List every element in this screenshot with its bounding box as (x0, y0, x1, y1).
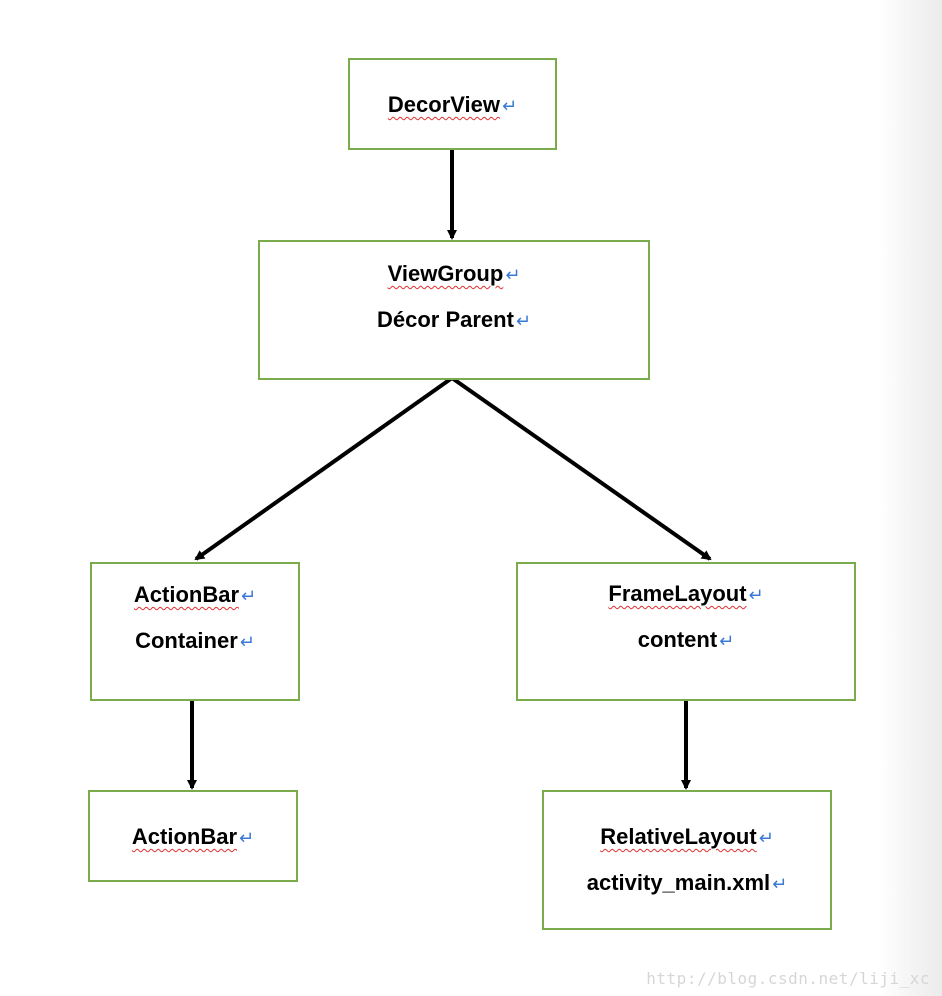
paragraph-mark-icon: ↵ (502, 96, 518, 116)
container-label: Container (135, 628, 238, 653)
content-label: content (637, 627, 718, 652)
node-relativelayout: RelativeLayout↵ activity_main.xml↵ (542, 790, 832, 930)
node-viewgroup: ViewGroup↵ Décor Parent↵ (258, 240, 650, 380)
relativelayout-label: RelativeLayout (600, 824, 757, 849)
node-viewgroup-line-2: Décor Parent↵ (260, 307, 648, 334)
node-decorview-line-1: DecorView↵ (350, 92, 555, 119)
node-viewgroup-line-1: ViewGroup↵ (260, 261, 648, 288)
node-framelayout-line-1: FrameLayout↵ (518, 581, 854, 608)
paragraph-mark-icon: ↵ (239, 632, 255, 652)
node-relativelayout-line-1: RelativeLayout↵ (544, 824, 830, 851)
viewgroup-label: ViewGroup (387, 261, 504, 286)
paragraph-mark-icon: ↵ (772, 874, 788, 894)
paragraph-mark-icon: ↵ (239, 828, 255, 848)
node-framelayout-line-2: content↵ (518, 627, 854, 654)
activity-main-xml-label: activity_main.xml (586, 870, 771, 895)
node-actionbar: ActionBar↵ (88, 790, 298, 882)
paragraph-mark-icon: ↵ (748, 585, 764, 605)
node-decorview: DecorView↵ (348, 58, 557, 150)
decorview-label: DecorView (387, 92, 500, 117)
paragraph-mark-icon: ↵ (719, 631, 735, 651)
paragraph-mark-icon: ↵ (241, 586, 257, 606)
paragraph-mark-icon: ↵ (505, 265, 521, 285)
node-actionbar-line-1: ActionBar↵ (90, 824, 296, 851)
node-actionbar-container-line-2: Container↵ (92, 628, 298, 655)
node-actionbar-container: ActionBar↵ Container↵ (90, 562, 300, 701)
paragraph-mark-icon: ↵ (515, 311, 532, 331)
node-relativelayout-line-2: activity_main.xml↵ (544, 870, 830, 897)
node-actionbar-container-line-1: ActionBar↵ (92, 582, 298, 609)
decor-parent-label: Décor Parent (376, 307, 514, 332)
arrow-viewgroup-to-actionbar-container (194, 376, 454, 561)
watermark: http://blog.csdn.net/liji_xc (646, 969, 930, 988)
paragraph-mark-icon: ↵ (758, 828, 774, 848)
actionbar-label: ActionBar (133, 582, 240, 607)
node-framelayout: FrameLayout↵ content↵ (516, 562, 856, 701)
actionbar-label: ActionBar (131, 824, 238, 849)
arrow-viewgroup-to-framelayout (450, 376, 712, 561)
framelayout-label: FrameLayout (608, 581, 747, 606)
